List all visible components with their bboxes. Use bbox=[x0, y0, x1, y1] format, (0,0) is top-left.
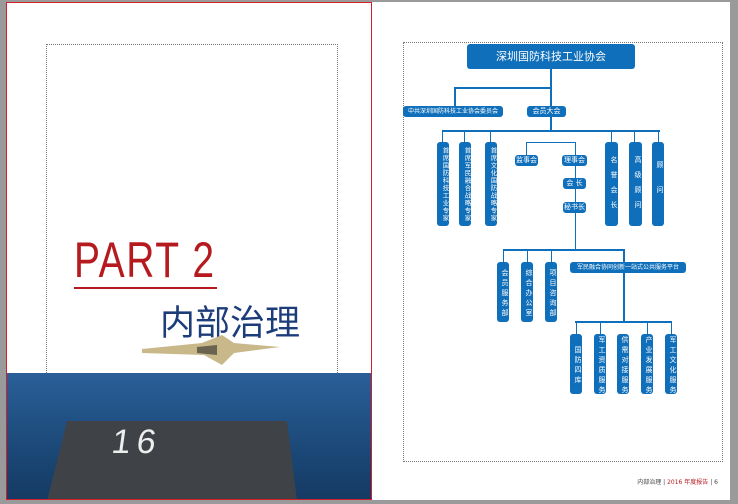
org-top-box: 深圳国防科技工业协会 bbox=[467, 44, 635, 69]
org-department: 项目咨询部 bbox=[545, 262, 557, 322]
org-president: 会 长 bbox=[563, 178, 586, 189]
deck-number: 16 bbox=[109, 423, 165, 461]
org-department: 会员服务部 bbox=[497, 262, 509, 322]
org-honorary: 顾问 bbox=[652, 142, 664, 226]
footer-separator: | bbox=[710, 479, 713, 486]
org-service: 国防四库 bbox=[570, 334, 582, 394]
footer-report: 2016 年度报告 bbox=[667, 479, 709, 486]
heading-underline bbox=[74, 287, 217, 289]
left-page: PART 2 内部治理 16 bbox=[6, 2, 372, 500]
org-platform: 军民融合协同创新一站式公共服务平台 bbox=[570, 262, 686, 273]
org-assembly: 会员大会 bbox=[527, 106, 566, 117]
footer-separator: | bbox=[663, 479, 666, 486]
org-service: 军工资质服务 bbox=[594, 334, 606, 396]
org-honorary: 高级顾问 bbox=[629, 142, 642, 226]
org-secretary: 秘书长 bbox=[563, 202, 586, 213]
page-number: 6 bbox=[714, 479, 718, 486]
org-council: 理事会 bbox=[562, 155, 587, 166]
dotted-frame bbox=[403, 42, 723, 462]
org-expert: 首席军民融合战略专家 bbox=[459, 142, 471, 226]
org-honorary: 名誉会长 bbox=[605, 142, 618, 226]
jet-icon bbox=[142, 335, 280, 365]
org-service: 军工文化服务 bbox=[665, 334, 677, 396]
org-service: 产业发展服务 bbox=[641, 334, 653, 396]
org-expert: 首席国防科技工业专家 bbox=[437, 142, 449, 226]
org-service: 供需对接服务 bbox=[617, 334, 629, 396]
page-footer: 内部治理 | 2016 年度报告 | 6 bbox=[637, 477, 718, 486]
section-title: 内部治理 bbox=[160, 304, 301, 344]
carrier-deck bbox=[47, 421, 297, 499]
org-department: 综合办公室 bbox=[521, 262, 533, 322]
org-expert: 首席文化国防战略专家 bbox=[485, 142, 497, 226]
footer-section: 内部治理 bbox=[637, 479, 662, 486]
part-heading: PART 2 bbox=[74, 232, 216, 288]
org-supervisory: 监事会 bbox=[515, 155, 538, 166]
org-party-committee: 中共深圳国防科技工业协会委员会 bbox=[403, 106, 503, 117]
